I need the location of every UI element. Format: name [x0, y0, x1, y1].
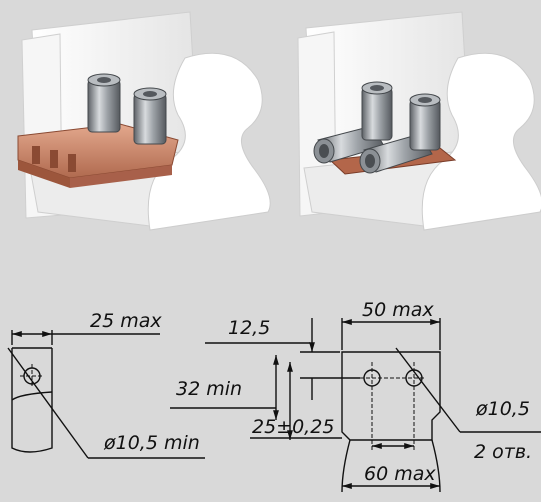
width-label: 25 max	[90, 310, 162, 332]
holes-count-label: 2 отв.	[474, 441, 532, 463]
terminal-photo-right	[297, 11, 541, 231]
dim-12-5-label: 12,5	[228, 317, 270, 339]
dim-25-tolerance-label: 25±0,25	[252, 416, 334, 438]
bolt-4	[409, 93, 441, 151]
hole-diameter-label-right: ø10,5	[475, 398, 530, 420]
drawing-left-view	[7, 330, 205, 459]
dim-60-max-label: 60 max	[364, 463, 436, 485]
dim-50-max-label: 50 max	[362, 299, 434, 321]
bolt-1	[87, 73, 121, 133]
terminal-photo-left	[17, 11, 271, 231]
hole-diameter-label-left: ø10,5 min	[103, 432, 200, 454]
dim-32-min-label: 32 min	[176, 378, 242, 400]
bolt-3	[361, 81, 393, 141]
bolt-2	[133, 87, 167, 145]
drawing-right-view	[170, 318, 541, 493]
